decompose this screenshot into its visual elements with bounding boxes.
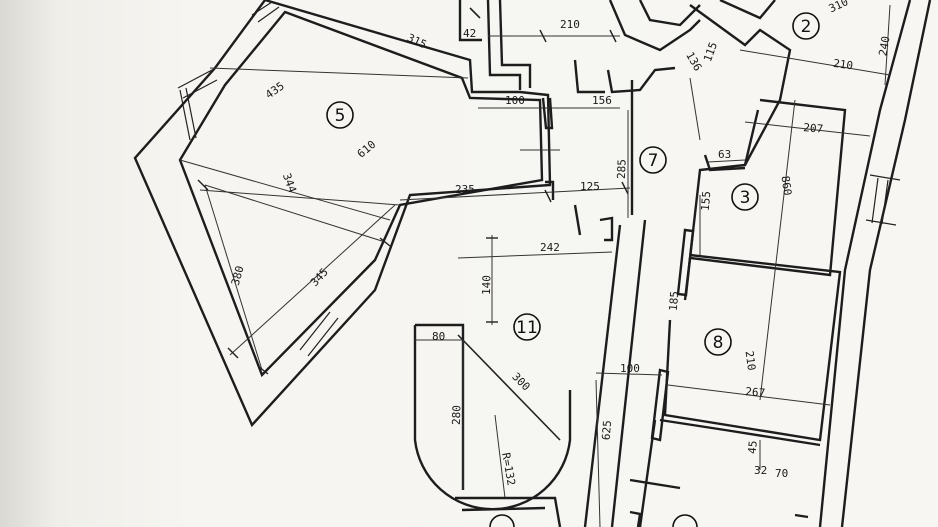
room-3-label: 3 (740, 188, 751, 208)
room-8-label: 8 (713, 333, 724, 353)
dim-70: 70 (775, 467, 788, 480)
window-right (865, 174, 901, 226)
top-dimensions: 210 42 100 156 (463, 18, 620, 130)
dim-207: 207 (803, 121, 824, 136)
dim-380: 380 (229, 264, 247, 287)
room-7-walls (520, 80, 634, 242)
room-2-label: 2 (801, 17, 812, 37)
dim-210-room2: 210 (832, 57, 853, 73)
dim-156: 156 (592, 94, 612, 107)
room-2-marker (792, 12, 820, 40)
dim-155: 155 (699, 191, 714, 212)
window-bottom (299, 311, 339, 357)
room-5-marker (326, 101, 354, 129)
dim-32: 32 (754, 464, 767, 477)
dim-267: 267 (745, 385, 766, 400)
room-11-label: 11 (516, 318, 538, 338)
dim-235: 235 (455, 183, 475, 196)
dim-r132: R=132 (499, 452, 518, 487)
dim-100-mid: 100 (620, 362, 640, 375)
dim-125: 125 (580, 180, 600, 193)
window-left (177, 69, 218, 141)
dim-240: 240 (876, 35, 892, 57)
dim-100-top: 100 (505, 94, 525, 107)
dim-80: 80 (432, 330, 445, 343)
room-2-walls: 210 310 240 (689, 0, 893, 166)
room-5-label: 5 (335, 106, 346, 126)
dim-860: 860 (778, 175, 794, 196)
dim-625: 625 (600, 420, 614, 441)
room-11-marker (513, 313, 541, 341)
room-3-marker (731, 183, 759, 211)
room-7-marker (639, 146, 667, 174)
dim-185: 185 (667, 291, 682, 312)
dim-42: 42 (463, 27, 476, 40)
right-block-dimensions: 136 115 63 207 860 155 185 210 100 267 4… (595, 40, 871, 480)
dim-63: 63 (718, 148, 731, 161)
dim-115: 115 (701, 40, 720, 63)
dim-210-room8: 210 (742, 350, 758, 371)
top-walls (458, 0, 701, 94)
window-top (251, 1, 280, 23)
dim-285: 285 (615, 159, 629, 179)
dim-45: 45 (746, 440, 760, 454)
dim-140: 140 (480, 275, 494, 295)
dim-280: 280 (450, 405, 464, 425)
room-7-label: 7 (648, 151, 659, 171)
bottom-partial-walls (455, 496, 809, 527)
dim-242: 242 (540, 241, 560, 254)
room-8-marker (704, 328, 732, 356)
dim-210-top: 210 (560, 18, 580, 31)
